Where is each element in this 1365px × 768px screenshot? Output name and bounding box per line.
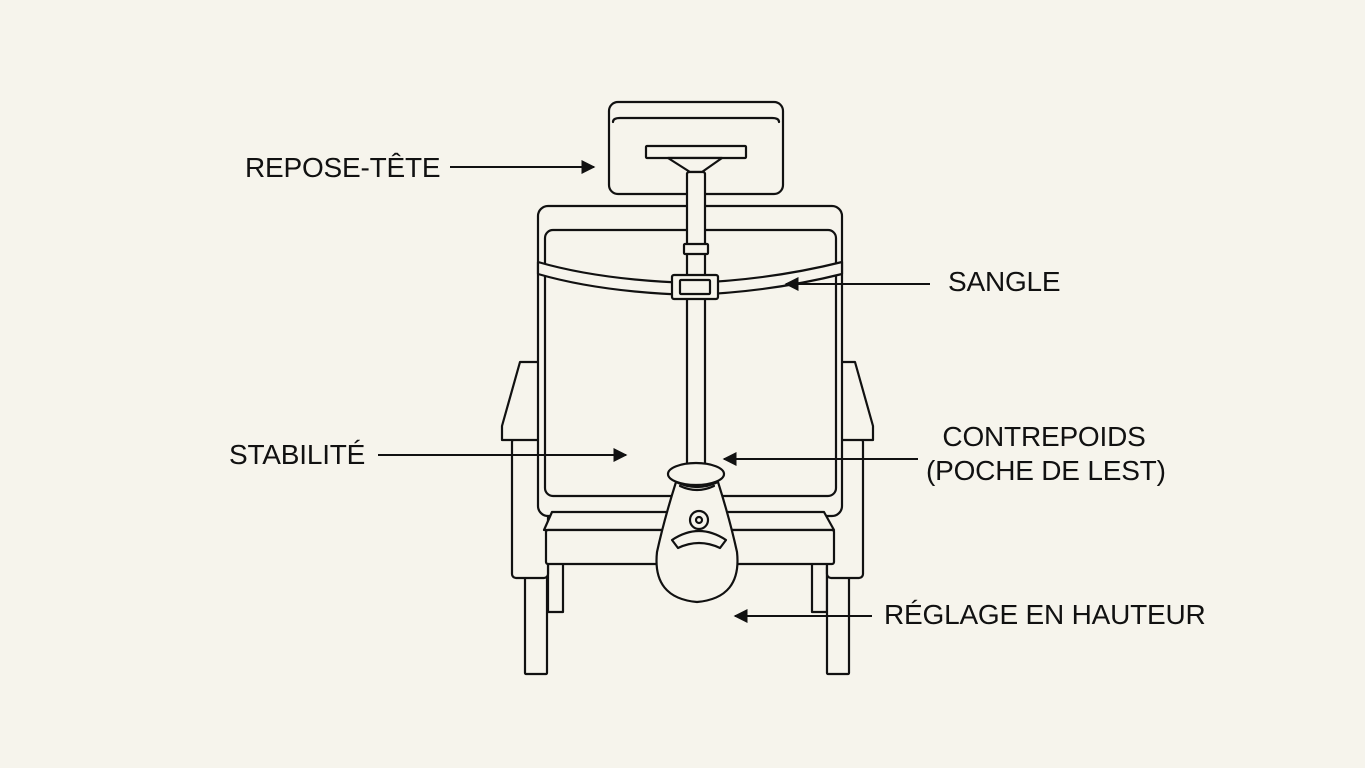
back-leg-left	[546, 558, 565, 614]
strap-buckle-inner	[678, 278, 712, 296]
label-headrest: REPOSE-TÊTE	[245, 152, 441, 183]
label-counterweight-line1: CONTREPOIDS	[942, 421, 1146, 452]
pole-clip	[682, 242, 710, 256]
headrest-t-bar	[644, 144, 748, 160]
front-leg-left	[523, 564, 549, 676]
bag-loop	[666, 461, 726, 487]
bag-neck	[678, 484, 716, 492]
back-leg-right	[810, 558, 829, 614]
label-height-adjust: RÉGLAGE EN HAUTEUR	[884, 599, 1206, 630]
front-leg-right	[825, 564, 851, 676]
strap-band	[536, 260, 844, 297]
label-strap: SANGLE	[948, 266, 1061, 297]
label-counterweight-line2: (POCHE DE LEST)	[926, 455, 1166, 486]
label-stability: STABILITÉ	[229, 439, 366, 470]
bag-clasp	[670, 529, 728, 550]
label-counterweight: CONTREPOIDS (POCHE DE LEST)	[926, 420, 1166, 488]
adjust-pole	[685, 170, 707, 474]
bag-ring-hole	[694, 515, 704, 525]
headrest-inner-top	[611, 116, 781, 124]
